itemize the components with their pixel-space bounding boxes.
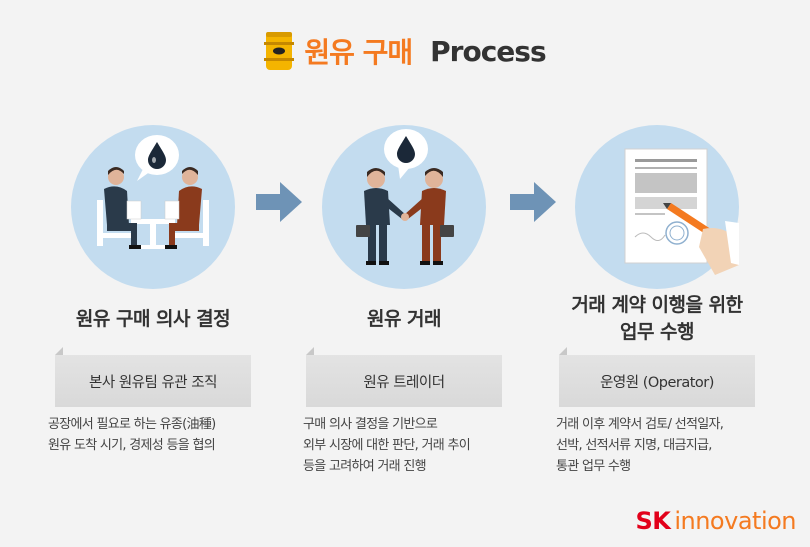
- step-3-title-line: 거래 계약 이행을 위한: [571, 294, 743, 316]
- step-1-description: 공장에서 필요로 하는 유종(油種) 원유 도착 시기, 경제성 등을 협의: [48, 414, 268, 456]
- step-3-title-line: 업무 수행: [619, 321, 695, 343]
- step-3-desc-line: 통관 업무 수행: [556, 459, 631, 474]
- step-2-role: 원유 트레이더: [306, 347, 502, 407]
- handshake-illustration: [356, 129, 454, 265]
- step-2-desc-line: 구매 의사 결정을 기반으로: [303, 417, 438, 432]
- brand-sk: SK: [635, 507, 671, 535]
- step-3-desc-line: 거래 이후 계약서 검토/ 선적일자,: [556, 417, 724, 432]
- title-english: Process: [430, 34, 546, 68]
- step-2-description: 구매 의사 결정을 기반으로 외부 시장에 대한 판단, 거래 추이 등을 고려…: [303, 414, 523, 477]
- speech-bubble-icon: [135, 135, 179, 181]
- step-3-desc-line: 선박, 선적서류 지명, 대금지급,: [556, 438, 712, 453]
- step-2-illustration: [322, 125, 486, 289]
- step-1-desc-line: 공장에서 필요로 하는 유종(油種): [48, 417, 216, 432]
- step-2-title: 원유 거래: [366, 308, 442, 330]
- step-3-title: 거래 계약 이행을 위한 업무 수행: [527, 292, 787, 346]
- speech-bubble-icon: [384, 129, 428, 179]
- title-korean: 원유 구매: [304, 36, 413, 69]
- step-3-role: 운영원 (Operator): [559, 347, 755, 407]
- brand-name: innovation: [674, 507, 796, 535]
- step-3-illustration: [575, 125, 739, 289]
- contract-signing-illustration: [624, 148, 739, 275]
- step-2-desc-line: 외부 시장에 대한 판단, 거래 추이: [303, 438, 471, 453]
- page-title: 원유 구매 Process: [0, 30, 810, 72]
- step-1-desc-line: 원유 도착 시기, 경제성 등을 협의: [48, 438, 216, 453]
- step-3-description: 거래 이후 계약서 검토/ 선적일자, 선박, 선적서류 지명, 대금지급, 통…: [556, 414, 776, 477]
- oil-barrel-icon: [264, 32, 295, 70]
- step-1-title: 원유 구매 의사 결정: [75, 308, 231, 330]
- meeting-illustration: [97, 135, 209, 249]
- step-1-role: 본사 원유팀 유관 조직: [55, 347, 251, 407]
- arrow-right-icon: [256, 182, 302, 222]
- step-1-illustration: [71, 125, 235, 289]
- arrow-right-icon: [510, 182, 556, 222]
- step-2-desc-line: 등을 고려하여 거래 진행: [303, 459, 427, 474]
